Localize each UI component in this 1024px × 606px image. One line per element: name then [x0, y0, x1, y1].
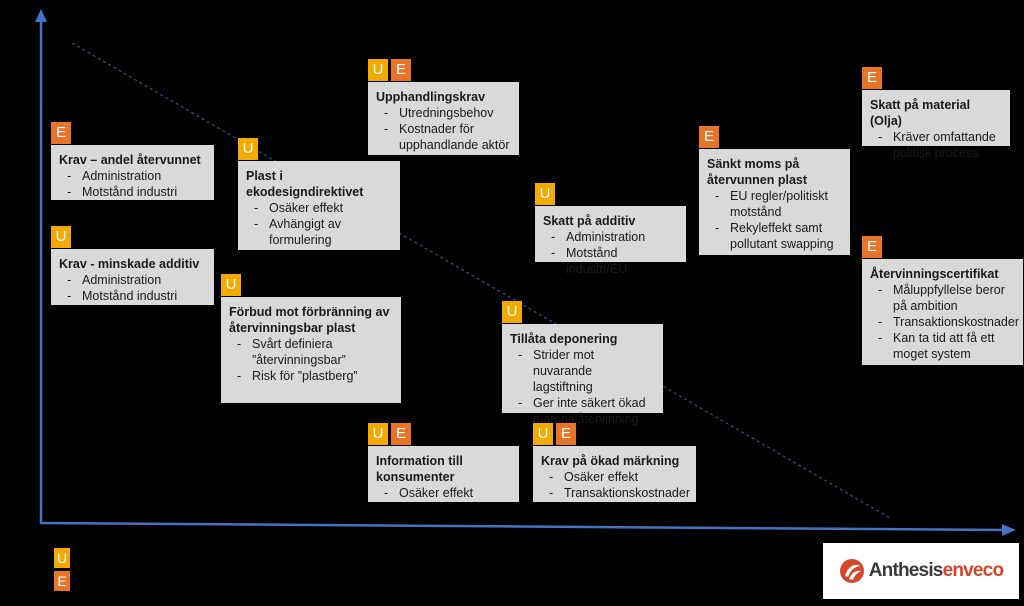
y-axis-arrow [35, 9, 47, 22]
badge-u: U [221, 274, 241, 296]
card-item: Svårt definiera ”återvinningsbar” [229, 336, 393, 368]
card-item: Utredningsbehov [376, 105, 511, 121]
badge-e: E [699, 126, 719, 148]
card-title: Sänkt moms på återvunnen plast [707, 157, 808, 187]
badge-e: E [391, 59, 411, 81]
card-item: Administration [59, 272, 206, 288]
card-krav-minskade: Krav - minskade additiv Administration M… [51, 249, 214, 305]
logo-text: Anthesisenveco [869, 560, 1004, 582]
card-title: Återvinningscertifikat [870, 267, 999, 281]
card-information: Information till konsumenter Osäker effe… [368, 446, 519, 502]
legend-badge-u: U [54, 548, 70, 568]
badge-u: U [238, 138, 258, 160]
card-title: Upphandlingskrav [376, 90, 486, 104]
card-item: Kan ta tid att få ett moget system [870, 330, 1015, 362]
card-title: Krav – andel återvunnet [59, 153, 201, 167]
card-title: Tillåta deponering [510, 332, 618, 346]
card-item: Osäker effekt [246, 200, 392, 216]
badge-u: U [535, 183, 555, 205]
anthesis-enveco-logo: Anthesisenveco [823, 543, 1019, 599]
card-sankt-moms: Sänkt moms på återvunnen plast EU regler… [699, 149, 850, 255]
card-upphandling: Upphandlingskrav Utredningsbehov Kostnad… [368, 82, 519, 155]
badge-u: U [51, 226, 71, 248]
card-skatt-additiv: Skatt på additiv Administration Motstånd… [535, 206, 686, 276]
card-item: Måluppfyllelse beror på ambition [870, 282, 1015, 314]
card-item: EU regler/politiskt motstånd [707, 188, 842, 220]
card-item: Motstånd industri [59, 288, 206, 304]
badge-u: U [368, 59, 388, 81]
badge-u: U [502, 301, 522, 323]
card-title: Skatt på material (Olja) [870, 98, 971, 128]
card-item: Kostnader för upphandlande aktör [376, 121, 511, 153]
card-item: Ger inte säkert ökad materialåtervinning [510, 395, 655, 427]
card-item: Kräver omfattande politisk process [870, 129, 1002, 161]
badge-u: U [533, 423, 553, 445]
logo-text-enveco: enveco [942, 560, 1004, 581]
card-certifikat: Återvinningscertifikat Måluppfyllelse be… [862, 259, 1023, 365]
card-plast-ekodesign: Plast i ekodesigndirektivet Osäker effek… [238, 161, 400, 250]
badge-e: E [51, 122, 71, 144]
badge-e: E [391, 423, 411, 445]
card-title: Förbud mot förbränning av återvinningsba… [229, 305, 390, 335]
badge-e: E [556, 423, 576, 445]
card-forbud: Förbud mot förbränning av återvinningsba… [221, 297, 401, 403]
card-item: Osäker effekt [376, 485, 511, 501]
x-axis-arrow [1002, 524, 1016, 536]
legend-badge-e: E [54, 571, 70, 591]
badge-u: U [368, 423, 388, 445]
card-title: Skatt på additiv [543, 214, 636, 228]
card-krav-andel: Krav – andel återvunnet Administration M… [51, 145, 214, 200]
card-item: Strider mot nuvarande lagstiftning [510, 347, 655, 395]
card-title: Krav - minskade additiv [59, 257, 200, 271]
badge-e: E [862, 67, 882, 89]
card-item: Administration [59, 168, 206, 184]
card-title: Information till konsumenter [376, 454, 463, 484]
card-skatt-material: Skatt på material (Olja) Kräver omfattan… [862, 90, 1010, 160]
card-title: Plast i ekodesigndirektivet [246, 169, 364, 199]
card-markning: Krav på ökad märkning Osäker effekt Tran… [533, 446, 696, 502]
logo-text-anthesis: Anthesis [868, 560, 944, 581]
card-item: Osäker effekt [541, 469, 688, 485]
card-item: Transaktionskostnader [870, 314, 1019, 330]
card-item: Avhängigt av formulering [246, 216, 392, 248]
badge-e: E [862, 236, 882, 258]
anthesis-logo-icon [839, 559, 864, 583]
trend-line [71, 42, 891, 519]
card-item: Motstånd industri [59, 184, 206, 200]
card-tillata: Tillåta deponering Strider mot nuvarande… [502, 324, 663, 426]
card-item: Transaktionskostnader [541, 485, 690, 501]
x-axis [39, 521, 1005, 532]
card-item: Administration [543, 229, 678, 245]
card-title: Krav på ökad märkning [541, 454, 680, 468]
card-item: Risk för ”plastberg” [229, 368, 393, 384]
card-item: Motstånd industri/EU [543, 245, 678, 277]
card-item: Rekyleffekt samt pollutant swapping [707, 220, 842, 252]
